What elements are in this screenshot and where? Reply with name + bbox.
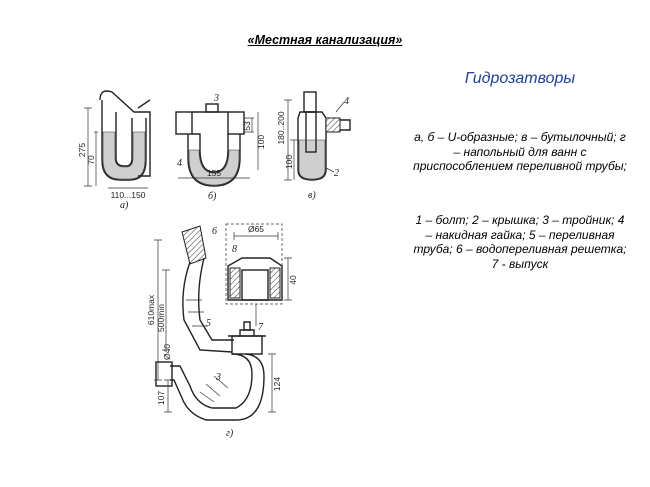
- trap-d-num-8: 8: [232, 244, 237, 255]
- trap-d-num-3: 3: [215, 372, 221, 383]
- trap-b-num-4: 4: [177, 158, 182, 169]
- trap-c-dim-100: 100: [284, 155, 294, 169]
- trap-b: 53 100 155 3 4 б): [175, 93, 266, 202]
- trap-d-dim-610: 610max: [146, 294, 156, 325]
- trap-a-dim-275: 275: [77, 143, 87, 157]
- trap-d-dim-107: 107: [156, 391, 166, 405]
- trap-a-letter: а): [120, 200, 129, 211]
- trap-d-dim-d40: Ø40: [162, 344, 172, 360]
- trap-d-num-6: 6: [212, 226, 217, 237]
- trap-b-letter: б): [208, 191, 217, 202]
- trap-a: 275 70 110...150 а): [77, 90, 151, 211]
- trap-d-dim-40: 40: [288, 275, 298, 285]
- trap-a-dim-width: 110...150: [111, 190, 146, 200]
- trap-b-dim-53: 53: [242, 121, 252, 131]
- section-title: Гидрозатворы: [464, 70, 576, 87]
- trap-d-letter: г): [226, 428, 234, 439]
- trap-d-num-7: 7: [258, 322, 264, 333]
- trap-d: 610max 500min Ø40 107 Ø65 40 124 6 8 5 7…: [146, 223, 298, 439]
- trap-c-letter: в): [308, 190, 316, 201]
- trap-c-num-2: 2: [334, 168, 339, 179]
- trap-c: 180..200 100 4 2 в): [276, 91, 351, 201]
- trap-d-num-5: 5: [206, 318, 211, 329]
- trap-c-dim-range: 180..200: [276, 111, 286, 144]
- caption-trap-types: а, б – U-образные; в – бутылочный; г – н…: [413, 130, 627, 173]
- trap-b-dim-155: 155: [207, 168, 221, 178]
- trap-d-dim-124: 124: [272, 377, 282, 391]
- trap-c-num-4: 4: [344, 96, 349, 107]
- caption-parts-legend: 1 – болт; 2 – крышка; 3 – тройник; 4 – н…: [413, 213, 627, 271]
- trap-a-dim-70: 70: [86, 155, 96, 165]
- trap-b-dim-100: 100: [256, 135, 266, 149]
- water-traps-drawing: 275 70 110...150 а) 53 100 155 3 4 б) 18: [77, 90, 351, 439]
- trap-d-dim-d65: Ø65: [248, 224, 264, 234]
- page-title: «Местная канализация»: [247, 33, 403, 47]
- trap-d-dim-500: 500min: [156, 304, 166, 332]
- trap-b-num-3: 3: [213, 93, 219, 104]
